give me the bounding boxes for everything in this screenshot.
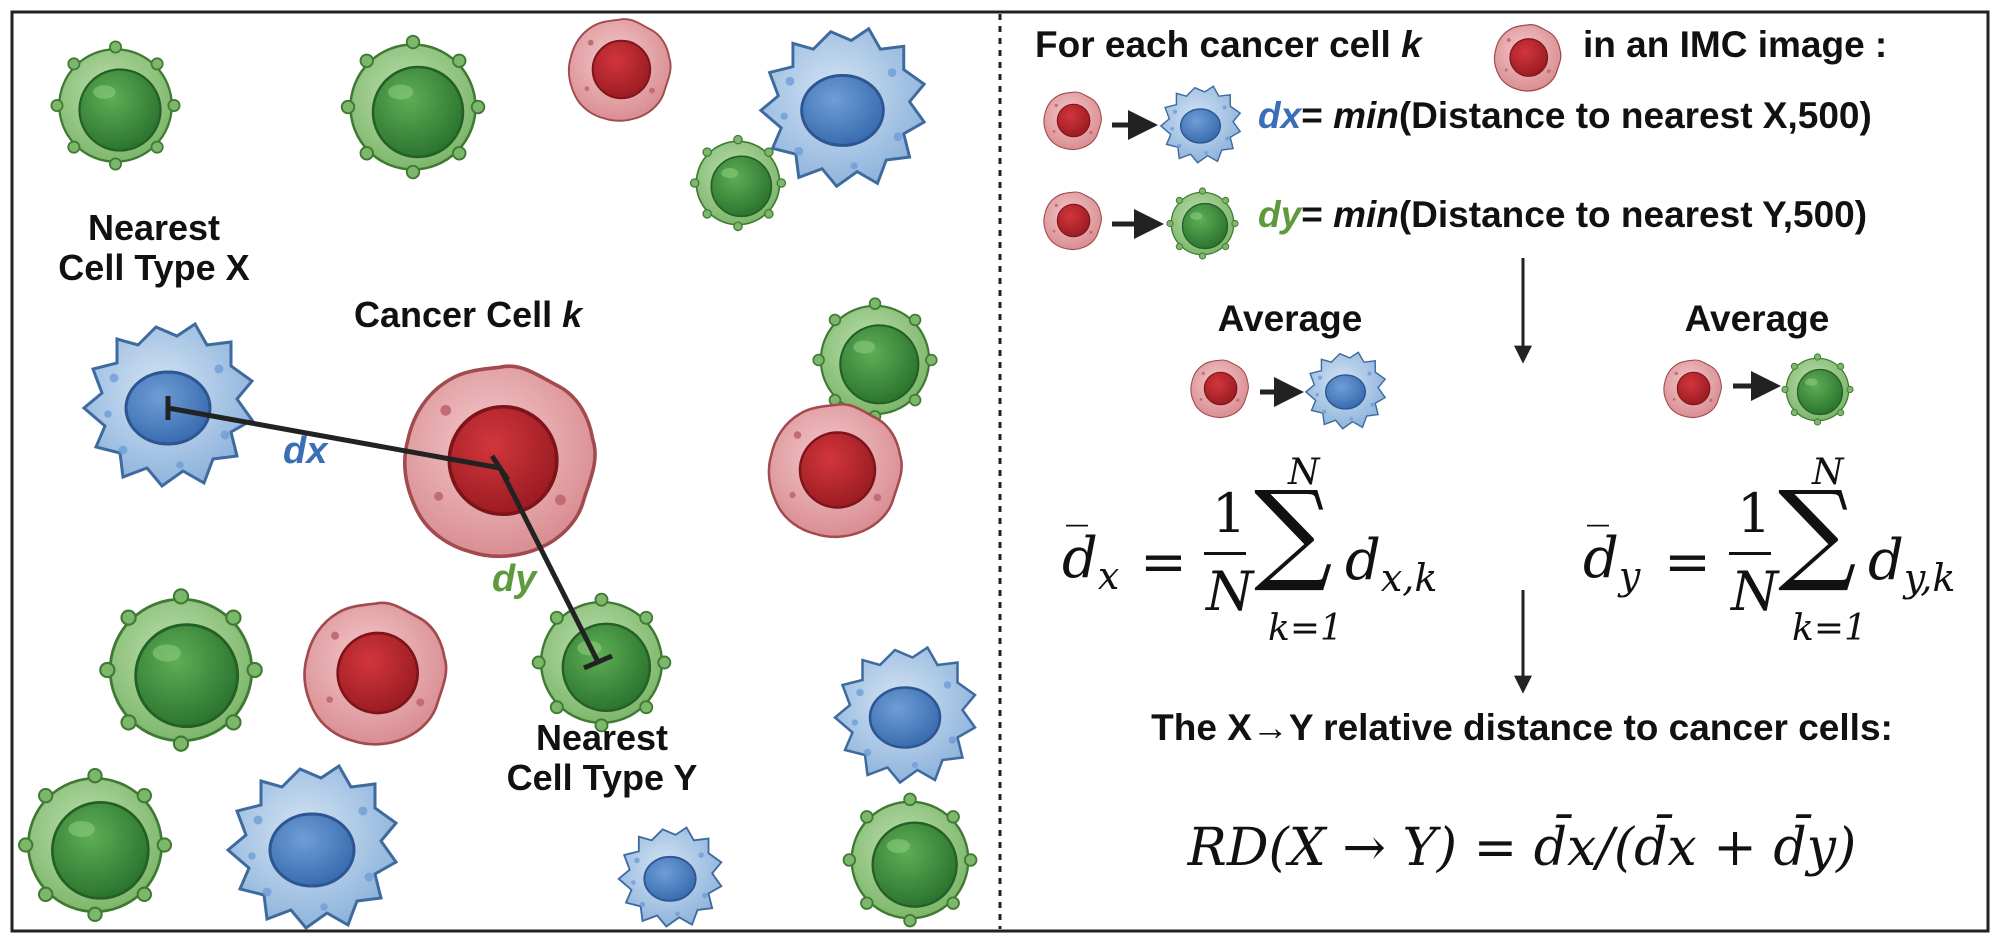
nearest-y-label-line2: Cell Type Y xyxy=(506,757,698,798)
dy-rule-fn: min xyxy=(1333,194,1399,235)
formula-dx-den-text: N xyxy=(1206,560,1254,623)
figure-border xyxy=(10,10,1990,933)
formula-dy-term-sub: y,k xyxy=(1903,556,1956,601)
relative-distance-title: The X→Y relative distance to cancer cell… xyxy=(1151,707,1893,748)
header-text-k: k xyxy=(1401,24,1422,65)
dy-rule-var: dy xyxy=(1258,194,1302,235)
dy-line xyxy=(497,466,601,664)
dx-label: dx xyxy=(283,430,328,472)
cancer-cell-label-text: Cancer Cell xyxy=(354,294,553,335)
formula-dx-term-sub: x,k xyxy=(1380,556,1438,601)
formula-dx-sum-bot-text: k=1 xyxy=(1268,608,1343,649)
dx-rule-eq: = xyxy=(1301,95,1323,136)
formula-dy-den: N xyxy=(1731,560,1778,623)
formula-dy-eq: = xyxy=(1664,530,1711,595)
macrophage-cell-icon xyxy=(617,826,723,928)
dx-rule-fn: min xyxy=(1333,95,1399,136)
cancer-cell-icon xyxy=(1043,91,1102,151)
macrophage-cell-icon xyxy=(759,27,926,188)
dy-rule-eq: = xyxy=(1301,194,1323,235)
t-cell-icon xyxy=(689,134,787,232)
macrophage-cell-icon xyxy=(833,646,977,784)
header-text-post: in an IMC image : xyxy=(1583,24,1888,65)
cancer-cell-label-k: k xyxy=(562,294,583,335)
dy-line-cap xyxy=(583,653,613,671)
formula-dy-bar: ‾ xyxy=(1587,518,1609,569)
cancer-cell-icon xyxy=(1043,191,1102,251)
formula-dy-d: d xyxy=(1583,526,1619,591)
left-panel-cells xyxy=(17,18,978,930)
t-cell-icon xyxy=(1781,353,1854,426)
formula-dy-sum-top-text: N xyxy=(1812,452,1844,493)
cancer-cell-icon xyxy=(767,402,903,539)
nearest-x-label: Nearest Cell Type X xyxy=(58,208,249,288)
average-right-label: Average xyxy=(1684,298,1830,339)
formula-dx-sum-top: N xyxy=(1288,452,1320,493)
right-panel-icons xyxy=(1043,23,1854,694)
distance-lines xyxy=(165,396,613,671)
average-left-label: Average xyxy=(1217,298,1363,339)
formula-dy-num: 1 xyxy=(1737,482,1772,545)
header-text-pre: For each cancer cell xyxy=(1035,24,1391,65)
formula-dy-den-text: N xyxy=(1731,560,1779,623)
formula-dx-sigma: ∑ xyxy=(1254,467,1333,595)
t-cell-icon xyxy=(842,792,978,928)
header-text: For each cancer cell k xyxy=(1035,24,1422,66)
formula-dx-num: 1 xyxy=(1212,482,1247,545)
nearest-x-label-line1: Nearest xyxy=(87,207,221,248)
formula-dx-eq: = xyxy=(1140,530,1187,595)
dx-line xyxy=(167,405,501,471)
dx-rule: dx= min(Distance to nearest X,500) xyxy=(1258,95,1872,137)
t-cell-icon xyxy=(1166,187,1239,260)
formula-dx-den: N xyxy=(1206,560,1253,623)
formula-dy-sum-bot-text: k=1 xyxy=(1792,608,1867,649)
t-cell-icon xyxy=(812,297,938,423)
formula-dy-fraction-bar xyxy=(1729,552,1771,555)
formula-dy-sigma: ∑ xyxy=(1778,467,1857,595)
formula-dx-lhs: ‾dx xyxy=(1062,518,1120,599)
t-cell-icon xyxy=(50,40,181,171)
formula-dx-fraction-bar xyxy=(1204,552,1246,555)
nearest-x-label-line2: Cell Type X xyxy=(58,247,250,288)
t-cell-icon xyxy=(17,767,173,923)
dy-rule: dy= min(Distance to nearest Y,500) xyxy=(1258,194,1867,236)
formula-dy-sum-top: N xyxy=(1812,452,1844,493)
t-cell-icon xyxy=(98,587,264,753)
dy-rule-rest: (Distance to nearest Y,500) xyxy=(1398,194,1868,235)
cancer-cell-icon xyxy=(303,601,448,746)
formula-dx-sub: x xyxy=(1097,554,1120,599)
nearest-y-label-line1: Nearest xyxy=(535,717,669,758)
cancer-cell-icon xyxy=(1663,359,1722,419)
cancer-cell-icon xyxy=(567,18,672,122)
macrophage-cell-icon xyxy=(1160,85,1241,164)
formula-dy-sum-bot: k=1 xyxy=(1792,608,1867,649)
nearest-y-label: Nearest Cell Type Y xyxy=(507,718,698,798)
formula-dy-sub: y xyxy=(1618,554,1641,599)
formula-dy-term: dy,k xyxy=(1868,528,1955,600)
rd-formula: RD(X → Y) = d̄x/(d̄x + d̄y) xyxy=(1187,818,1857,878)
cancer-cell-icon xyxy=(1190,359,1249,419)
macrophage-cell-icon xyxy=(1305,351,1386,430)
dx-rule-var: dx xyxy=(1258,95,1302,136)
cancer-cell-label: Cancer Cell k xyxy=(354,294,582,336)
formula-dy-term-d: d xyxy=(1868,528,1904,593)
formula-dx-sum-top-text: N xyxy=(1288,452,1320,493)
dx-rule-rest: (Distance to nearest X,500) xyxy=(1398,95,1872,136)
formula-dy-lhs: ‾dy xyxy=(1583,518,1641,599)
formula-dx-term-d: d xyxy=(1345,528,1381,593)
formula-dx-d: d xyxy=(1062,526,1098,591)
header-cancer-cell-icon xyxy=(1493,23,1562,92)
macrophage-cell-icon xyxy=(226,764,398,930)
formula-dx-term: dx,k xyxy=(1345,528,1437,600)
formula-dx-bar: ‾ xyxy=(1066,518,1088,569)
formula-dx-sum-bot: k=1 xyxy=(1268,608,1343,649)
central-cancer-cell-icon xyxy=(403,364,597,559)
dy-label: dy xyxy=(492,558,537,600)
t-cell-icon xyxy=(340,34,486,180)
